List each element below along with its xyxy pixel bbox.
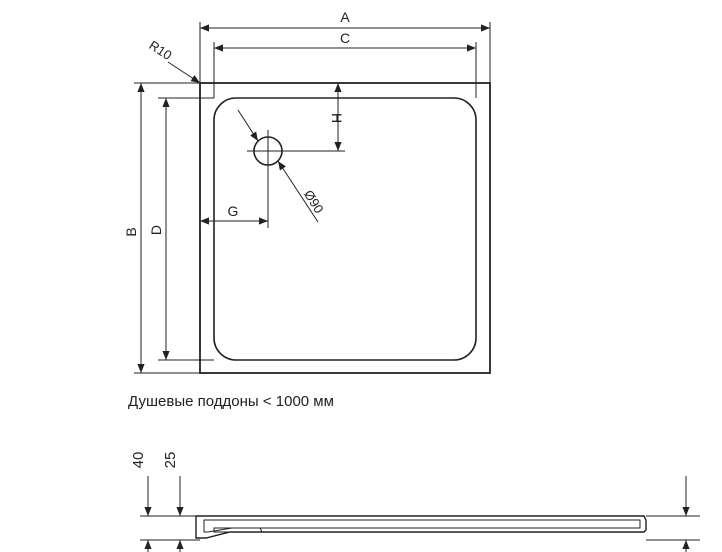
drawing-caption: Душевые поддоны < 1000 мм [128,393,334,410]
dim-label-a: A [340,9,350,25]
radius-leader [167,61,201,84]
dim-label-g: G [228,203,239,219]
dim-label-b: B [123,227,139,236]
radius-label: R10 [146,37,174,63]
tray-basin-outline [213,97,477,361]
drain-section [213,527,263,533]
dim-label-h: H [329,113,345,123]
diameter-leader-outer [237,109,259,142]
diameter-leader-inner [277,160,319,223]
tray-section-profile [195,515,647,539]
dim-label-d: D [148,225,164,235]
dim-label-c: C [340,30,350,46]
rim-height-label: 25 [162,452,179,469]
plan-view [134,22,491,374]
section-view [140,476,700,552]
tray-section-inner [203,519,641,533]
total-height-label: 40 [130,452,147,469]
tray-outer-outline [199,82,491,374]
